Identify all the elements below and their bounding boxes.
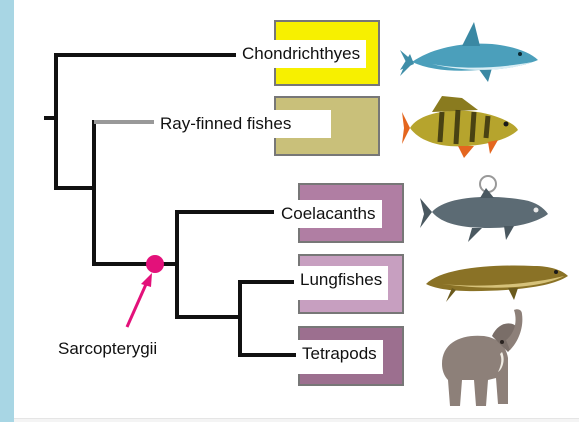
perch-icon <box>402 94 524 160</box>
clade-arrow-shaft <box>127 282 147 327</box>
tetrapods-label: Tetrapods <box>296 340 383 374</box>
lungfishes-label: Lungfishes <box>294 266 388 300</box>
coelacanths-label: Coelacanths <box>275 200 382 228</box>
sarcopterygii-label: Sarcopterygii <box>52 335 163 363</box>
sarcopterygii-node <box>146 255 164 273</box>
coelacanth-icon <box>420 170 560 244</box>
clade-arrow-head <box>141 273 152 287</box>
shark-icon <box>392 18 542 88</box>
chondrichthyes-label: Chondrichthyes <box>236 40 366 68</box>
elephant-icon <box>432 306 528 412</box>
ray-finned-fishes-label: Ray-finned fishes <box>154 110 331 138</box>
lungfish-icon <box>422 258 570 304</box>
